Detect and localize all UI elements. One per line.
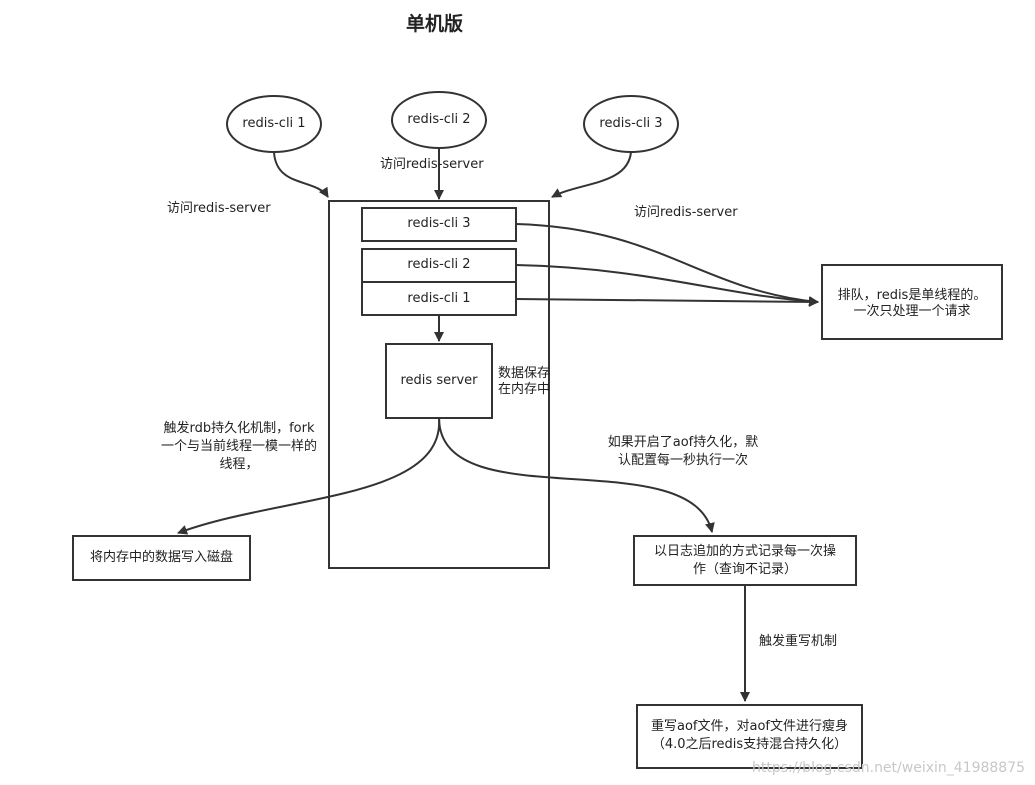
rewrite-trigger-label: 触发重写机制 (759, 634, 838, 649)
access-label-middle: 访问redis-server (380, 157, 484, 172)
access-label-left: 访问redis-server (167, 201, 271, 216)
access-label-right: 访问redis-server (634, 205, 738, 220)
arrow-queue2-to-note (515, 264, 819, 307)
server-note-line1: 数据保存 (498, 366, 551, 381)
queue-note-box (821, 264, 1003, 340)
arrow-queue3-to-note (515, 223, 819, 307)
aof-rewrite-line1: 重写aof文件，对aof文件进行瘦身 (651, 719, 848, 734)
client-label-1: redis-cli 1 (242, 116, 306, 131)
redis-server-box (385, 343, 493, 419)
aof-rewrite-box (636, 704, 863, 769)
rdb-result-box (72, 535, 251, 581)
aof-trigger-line2: 认配置每一秒执行一次 (617, 453, 748, 468)
arrow-client1-to-server (273, 151, 329, 198)
queue-note-line2: 一次只处理一个请求 (853, 304, 971, 319)
rdb-result-label: 将内存中的数据写入磁盘 (89, 550, 233, 565)
rdb-trigger-line1: 触发rdb持久化机制，fork (163, 421, 315, 436)
queue-note-line1: 排队，redis是单线程的。 (837, 288, 987, 303)
arrow-server-to-aof (438, 417, 715, 533)
watermark-text: https://blog.csdn.net/weixin_41988875 (752, 760, 1026, 776)
aof-rewrite-line2: （4.0之后redis支持混合持久化） (651, 737, 848, 752)
arrow-queue1-to-note (515, 296, 819, 307)
redis-server-label: redis server (400, 373, 478, 388)
queue-item-3: redis-cli 3 (407, 216, 471, 231)
rdb-trigger-line2: 一个与当前线程一模一样的 (160, 439, 317, 454)
arrow-server-to-rdb (177, 417, 441, 535)
page-title: 单机版 (406, 13, 464, 35)
queue-item-1: redis-cli 1 (407, 291, 471, 306)
aof-log-box (633, 535, 857, 586)
rdb-trigger-line3: 线程， (219, 457, 259, 472)
aof-log-line1: 以日志追加的方式记录每一次操 (653, 544, 836, 559)
server-container (328, 200, 550, 569)
server-note-line2: 在内存中 (498, 382, 551, 397)
queue-item-2: redis-cli 2 (407, 257, 471, 272)
client-label-3: redis-cli 3 (599, 116, 663, 131)
aof-trigger-line1: 如果开启了aof持久化，默 (607, 435, 759, 450)
arrow-client3-to-server (551, 151, 632, 198)
aof-log-line2: 作（查询不记录） (692, 562, 797, 577)
client-label-2: redis-cli 2 (407, 112, 471, 127)
